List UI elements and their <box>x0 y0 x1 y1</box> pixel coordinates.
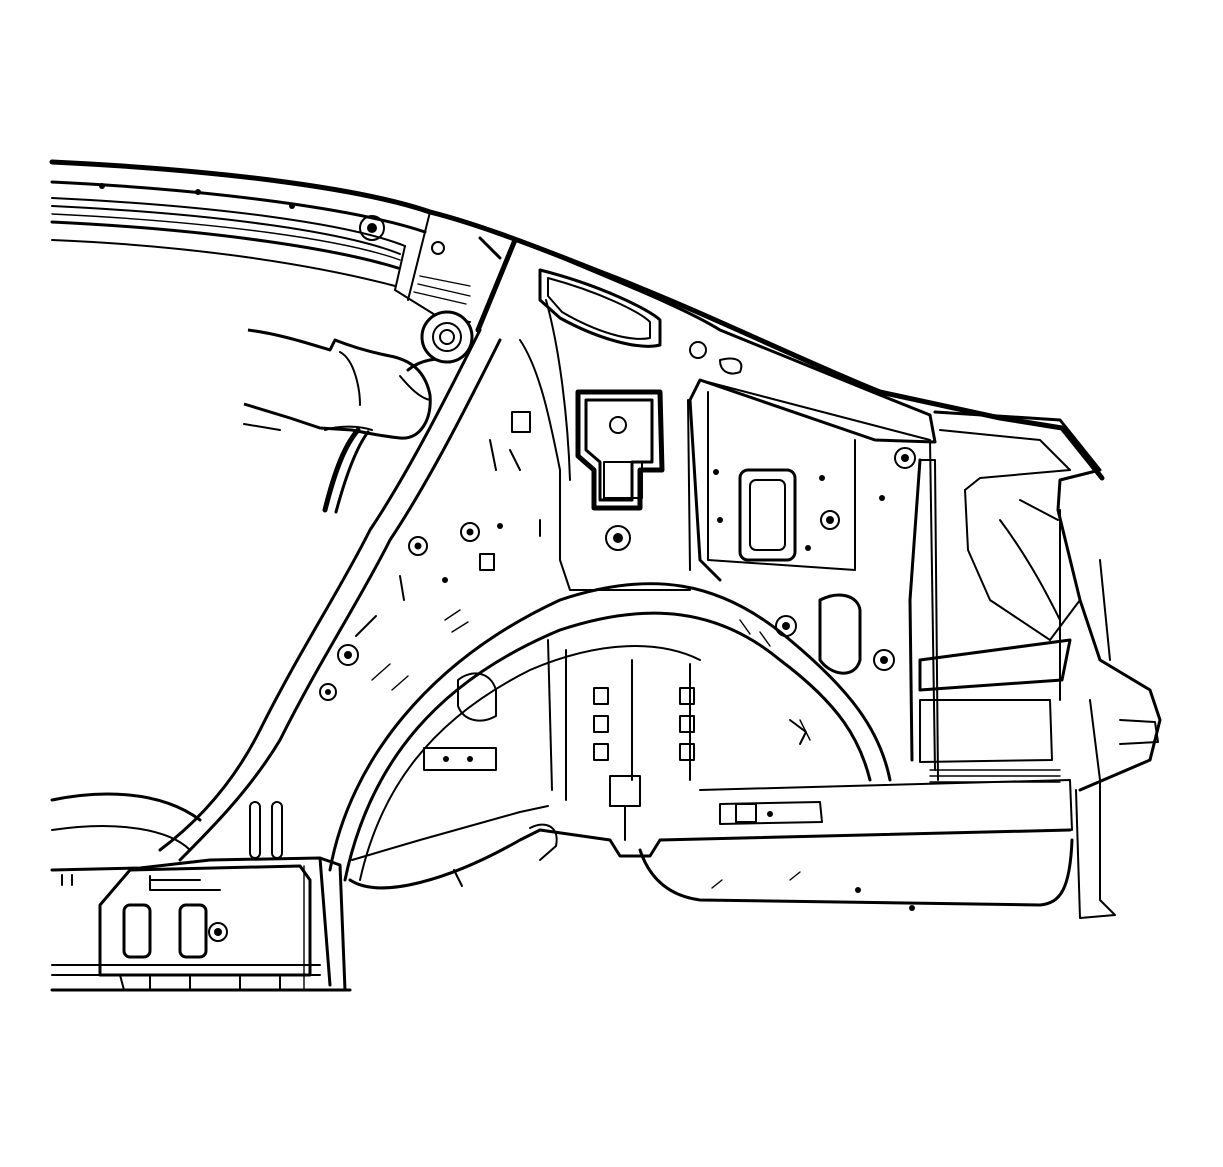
rocker-section <box>348 779 1074 911</box>
quarter-inner-panel <box>689 341 939 781</box>
roof-rail <box>49 159 1105 481</box>
lower-floor-section <box>50 792 352 992</box>
hand-with-grinder <box>243 310 474 514</box>
rear-body-end <box>918 410 1162 919</box>
c-pillar <box>158 238 937 862</box>
rear-wheelhouse <box>328 582 892 882</box>
